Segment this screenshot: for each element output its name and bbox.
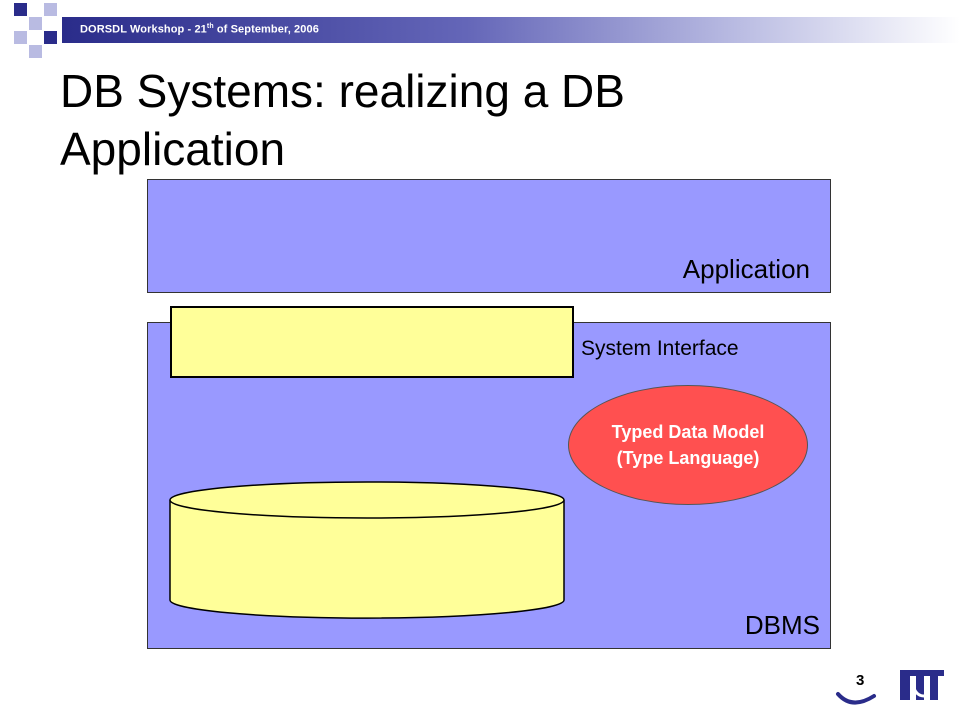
dbms-label: DBMS: [744, 610, 820, 640]
database-cylinder: [169, 481, 565, 619]
page-number-arc-icon: [836, 692, 876, 705]
corner-squares-decoration: [14, 3, 57, 58]
workshop-date: of September, 2006: [213, 23, 319, 36]
typed-data-model-ellipse: Typed Data Model (Type Language): [568, 385, 808, 505]
ordinal-suffix: th: [206, 23, 214, 30]
typed-data-model-label: Typed Data Model (Type Language): [611, 422, 765, 468]
system-interface-box: [170, 306, 574, 378]
workshop-header: DORSDL Workshop - 21th of September, 200…: [80, 23, 319, 36]
header-bar: DORSDL Workshop - 21th of September, 200…: [62, 17, 960, 43]
application-layer: Application: [147, 179, 831, 293]
page-number: 3: [856, 672, 865, 689]
workshop-prefix: DORSDL Workshop - 21: [80, 23, 207, 36]
slide-title: DB Systems: realizing a DB Application: [60, 65, 625, 175]
application-label: Application: [682, 254, 810, 284]
system-interface-label: System Interface: [581, 337, 739, 360]
institute-logo: [900, 670, 944, 700]
